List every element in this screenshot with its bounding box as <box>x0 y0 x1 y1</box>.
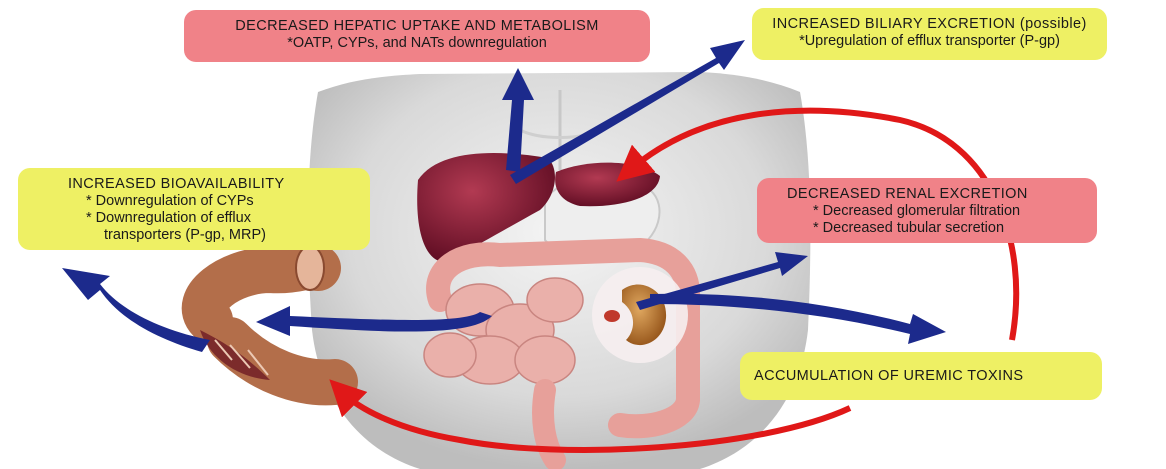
hepatic-box: DECREASED HEPATIC UPTAKE AND METABOLISM … <box>184 10 650 62</box>
uremic-title: ACCUMULATION OF UREMIC TOXINS <box>754 368 1092 385</box>
renal-line-1: * Decreased glomerular filtration <box>787 203 1087 220</box>
biliary-line: *Upregulation of efflux transporter (P-g… <box>762 33 1097 50</box>
renal-box: DECREASED RENAL EXCRETION * Decreased gl… <box>757 178 1097 243</box>
hepatic-line: *OATP, CYPs, and NATs downregulation <box>194 35 640 52</box>
biliary-title: INCREASED BILIARY EXCRETION (possible) <box>762 16 1097 33</box>
renal-line-2: * Decreased tubular secretion <box>787 220 1087 237</box>
bioavailability-title: INCREASED BIOAVAILABILITY <box>68 176 360 193</box>
adrenal <box>604 310 620 322</box>
renal-title: DECREASED RENAL EXCRETION <box>787 186 1087 203</box>
hepatic-title: DECREASED HEPATIC UPTAKE AND METABOLISM <box>194 18 640 35</box>
bioavailability-box: INCREASED BIOAVAILABILITY * Downregulati… <box>18 168 370 250</box>
biliary-box: INCREASED BILIARY EXCRETION (possible) *… <box>752 8 1107 60</box>
uremic-box: ACCUMULATION OF UREMIC TOXINS <box>740 352 1102 400</box>
bioavailability-line-2: * Downregulation of efflux <box>68 210 360 227</box>
bioavailability-line-3: transporters (P-gp, MRP) <box>68 227 360 244</box>
bioavailability-line-1: * Downregulation of CYPs <box>68 193 360 210</box>
